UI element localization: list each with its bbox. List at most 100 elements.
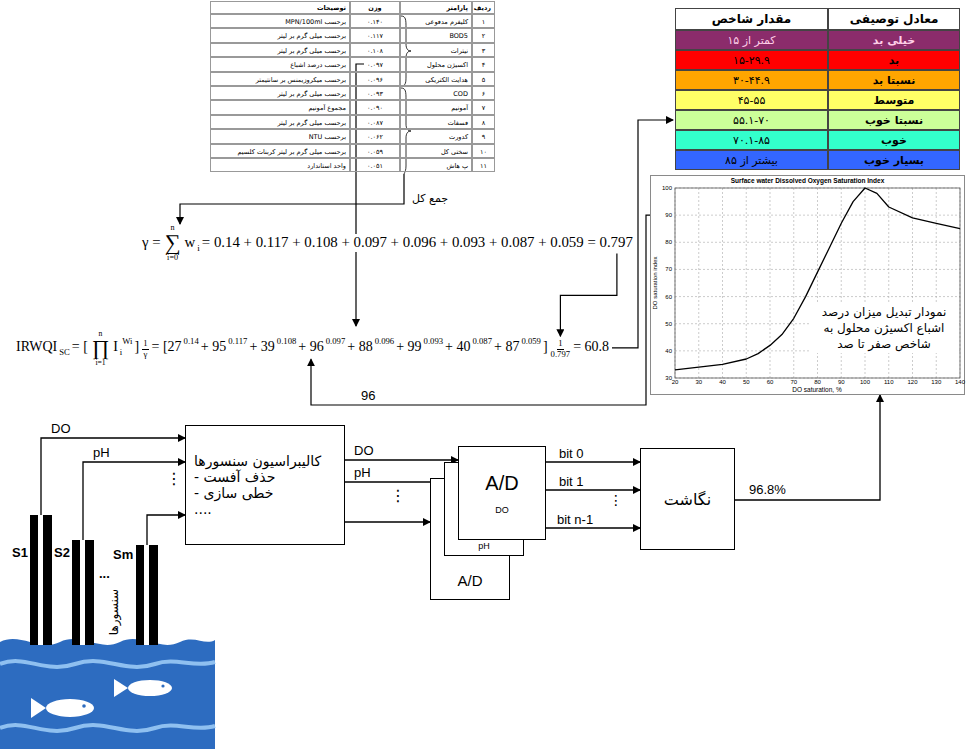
edge-label: DO <box>50 421 72 436</box>
fraction-denominator: 0.797 <box>551 350 571 360</box>
grid-line <box>793 188 794 378</box>
operator-symbol: ∏ <box>92 338 109 359</box>
index-table-cell: خیلی بد <box>828 30 960 50</box>
formula-superscript: 0.108 <box>277 336 297 346</box>
table-cell: ۰.۰۹۳ <box>350 86 400 100</box>
node-text: DO <box>495 505 509 515</box>
table-cell: سختی کل <box>400 144 472 158</box>
sensor-probe: S2 <box>72 540 94 645</box>
index-table-cell: کمتر از ۱۵ <box>675 30 828 50</box>
sum-leader-line <box>180 174 404 224</box>
tick-label: 40 <box>714 379 732 386</box>
table-cell: ۰.۰۸۷ <box>350 115 400 129</box>
fish <box>31 698 94 718</box>
formula-term: + 39 <box>249 339 274 356</box>
chart-panel: Surface water Dissolved Oxygen Saturatio… <box>650 175 965 395</box>
connector <box>83 462 185 540</box>
bracket <box>401 16 411 86</box>
node-text: S1 <box>12 545 28 560</box>
do-chart-plot <box>675 188 960 378</box>
connector <box>735 395 880 500</box>
formula-term: ] <box>135 339 140 356</box>
node-text: کالیبراسیون سنسورها <box>194 453 321 469</box>
table-cell: ۰.۱۰۸ <box>350 43 400 57</box>
formula-subscript: SC <box>59 347 70 357</box>
table-cell: کلیفرم مدفوعی <box>400 14 472 28</box>
grid-line <box>675 242 960 243</box>
index-table-cell: خوب <box>828 130 960 150</box>
index-table-cell: بیشتر از ۸۵ <box>675 150 828 170</box>
formula-term: + 40 <box>445 339 470 356</box>
fraction-denominator: γ <box>143 350 147 360</box>
formula-term: ] <box>543 339 548 356</box>
table-cell: ۰.۰۹۰ <box>350 100 400 114</box>
tick-label: 30 <box>659 374 672 382</box>
formula-superscript: Wi <box>122 336 132 346</box>
table-cell: BOD5 <box>400 28 472 42</box>
tick-label: 120 <box>904 379 922 386</box>
table-cell: مجموع آمونیم <box>210 100 350 114</box>
table-cell: ۸ <box>472 115 495 129</box>
node-text: S2 <box>54 545 70 560</box>
table-cell: ردیف <box>472 1 495 14</box>
table-cell: نیترات <box>400 43 472 57</box>
grid-line <box>722 188 723 378</box>
formula-fraction: 10.797 <box>551 339 571 359</box>
do-weight-leader-line <box>356 64 364 326</box>
table-cell: برحسب MPN/100ml <box>210 14 350 28</box>
index-table-cell: ۴۵-۵۵ <box>675 90 828 110</box>
index-table-cell: ۷۰.۱-۸۵ <box>675 130 828 150</box>
tick-label: 60 <box>659 293 672 301</box>
adc-box: A/D DO <box>458 446 546 540</box>
table-cell: برحسب میلی گرم بر لیتر <box>210 28 350 42</box>
node-text: .... <box>194 501 212 517</box>
ellipsis-mark: ⋮ <box>166 470 182 488</box>
node-text: pH <box>478 541 490 551</box>
table-cell: ۱۰ <box>472 144 495 158</box>
sensors-label: سنسورها <box>107 589 121 635</box>
formula-term: + 88 <box>347 339 372 356</box>
table-cell: پ هاش <box>400 158 472 172</box>
formula-term: γ = <box>142 234 161 252</box>
connector <box>147 515 185 545</box>
index-table-cell: ۳۰-۴۴.۹ <box>675 70 828 90</box>
table-cell: ۲ <box>472 28 495 42</box>
table-cell: ۰.۰۵۹ <box>350 144 400 158</box>
table-cell: ۱۱ <box>472 158 495 172</box>
node-text: A/D <box>485 472 518 495</box>
edge-label: 96.8% <box>748 482 787 497</box>
table-cell: برحسب میکروزیمنس بر سانتیمتر <box>210 72 350 86</box>
grid-line <box>770 188 771 378</box>
formula-row: IRWQISC= [n∏i=1IiWi]1γ= [270.14+ 950.117… <box>14 330 611 366</box>
table-cell: وزن <box>350 1 400 14</box>
operator-symbol: ∑ <box>165 232 181 254</box>
table-cell: آمونیم <box>400 100 472 114</box>
tick-label: 130 <box>927 379 945 386</box>
tick-label: 30 <box>690 379 708 386</box>
table-cell: ۹ <box>472 129 495 143</box>
table-cell: کدورت <box>400 129 472 143</box>
table-cell: برحسب درصد اشباع <box>210 57 350 71</box>
grid-line <box>698 188 699 378</box>
table-cell: برحسب میلی گرم بر لیتر <box>210 115 350 129</box>
node-text: - خطی سازی <box>194 485 274 501</box>
table-cell: ۰.۰۹۶ <box>350 72 400 86</box>
connector <box>546 489 640 490</box>
formula-superscript: 0.087 <box>473 336 493 346</box>
table-cell: ۶ <box>472 86 495 100</box>
tick-label: 70 <box>785 379 803 386</box>
formula-superscript: 0.093 <box>424 336 444 346</box>
table-cell: ۰.۱۴۰ <box>350 14 400 28</box>
tick-label: 90 <box>832 379 850 386</box>
edge-label: bit 1 <box>558 474 585 489</box>
water <box>0 639 215 749</box>
table-cell: ۰.۰۶۲ <box>350 129 400 143</box>
ellipsis-mark: ... <box>99 566 110 581</box>
table-cell: پارامتر <box>400 1 472 14</box>
index-table-cell: بد <box>828 50 960 70</box>
table-cell: برحسب میلی گرم بر لیتر کربنات کلسیم <box>210 144 350 158</box>
table-cell: برحسب میلی گرم بر لیتر <box>210 43 350 57</box>
node-text: نمودار تبدیل میزان درصد اشباع اکسیژن محل… <box>811 304 957 353</box>
index-table-cell: ۵۵.۱-۷۰ <box>675 110 828 130</box>
